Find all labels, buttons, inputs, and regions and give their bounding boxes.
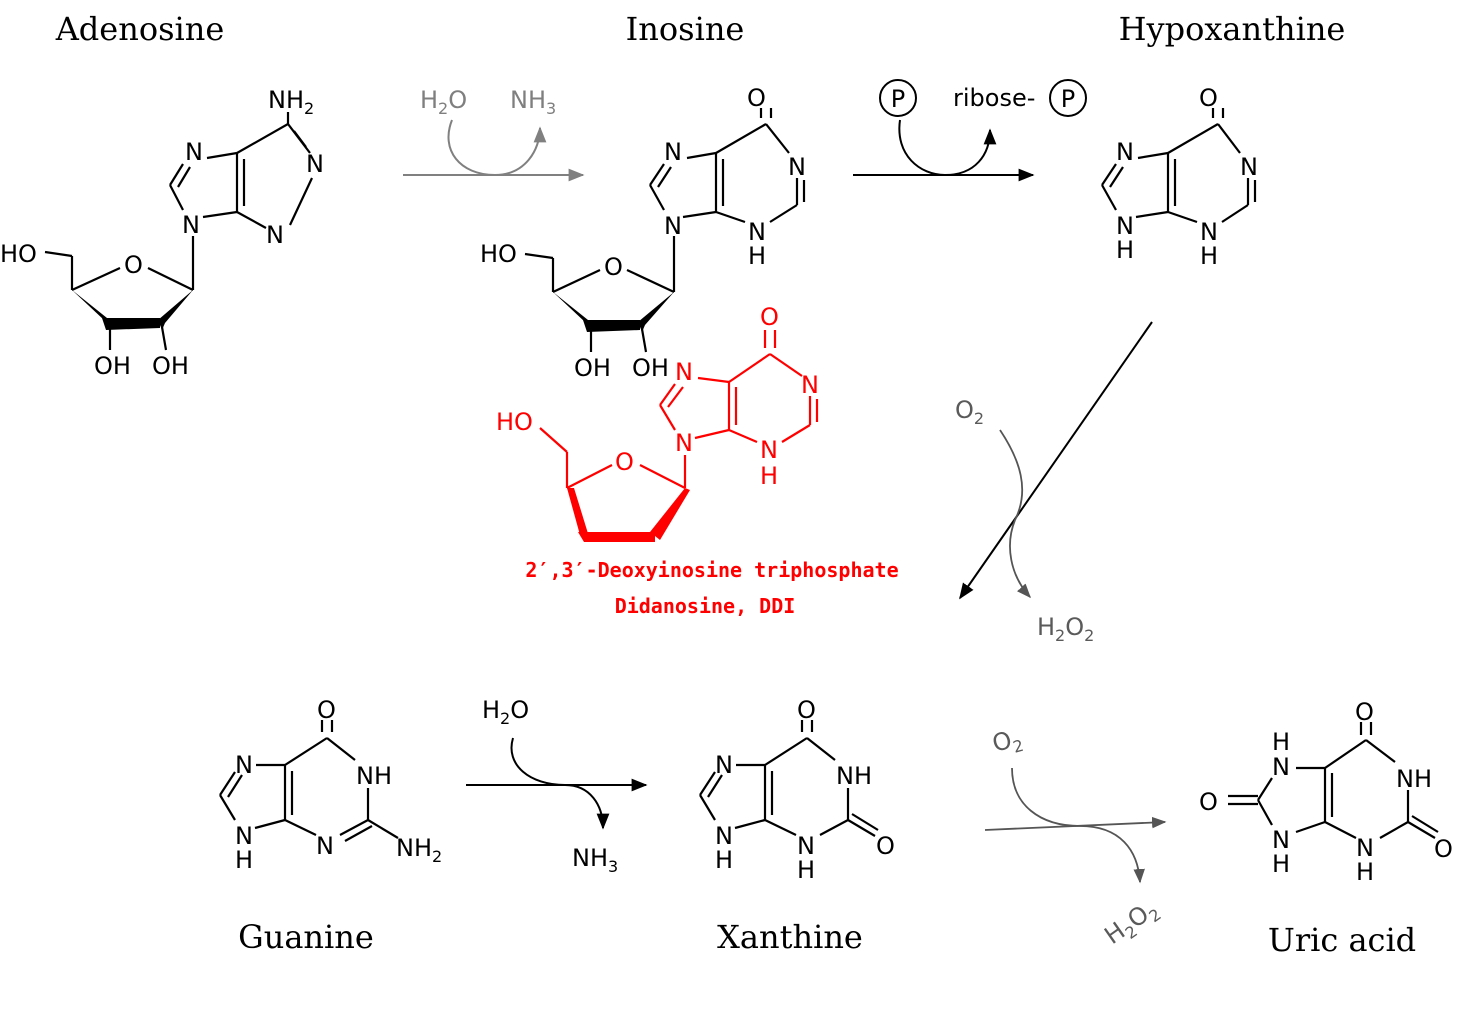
didanosine-structure: O N N H N N O HO 2′,3′-Deoxyinosine trip… <box>496 303 899 618</box>
atom-h: H <box>1272 850 1290 878</box>
uric-acid-label: Uric acid <box>1268 921 1416 959</box>
atom-oh: OH <box>632 354 669 382</box>
atom-n: N <box>306 150 324 178</box>
reagent-o2: O2 <box>989 723 1025 761</box>
atom-ho: HO <box>480 240 517 268</box>
reagent-h2o: H2O <box>420 86 467 118</box>
guanine-structure: O NH N NH2 N N H <box>219 696 442 874</box>
atom-o: O <box>1434 835 1453 863</box>
inosine-structure: O N N H N N O HO OH OH <box>480 84 806 382</box>
atom-h: H <box>748 242 766 270</box>
reagent-h2o: H2O <box>482 696 529 728</box>
atom-n: N <box>316 832 334 860</box>
atom-n: N <box>1356 834 1374 862</box>
reaction-arrow-phosphorolysis: P ribose- P <box>853 79 1087 182</box>
atom-nh: NH <box>356 762 392 790</box>
xanthine-structure: O NH O N H N N H <box>699 696 895 884</box>
phosphate-circle <box>1049 79 1087 117</box>
atom-n: N <box>748 218 766 246</box>
reagent-nh3: NH3 <box>572 844 618 876</box>
atom-n: N <box>797 832 815 860</box>
atom-o: O <box>876 832 895 860</box>
atom-n: N <box>182 211 200 239</box>
reaction-arrow-deamination: H2O NH3 <box>403 86 585 182</box>
atom-h: H <box>235 846 253 874</box>
atom-o: O <box>1355 698 1374 726</box>
reagent-phosphate: P <box>1061 85 1075 113</box>
atom-h: H <box>715 846 733 874</box>
atom-n: N <box>266 221 284 249</box>
atom-n: N <box>1272 826 1290 854</box>
atom-o: O <box>760 303 779 331</box>
atom-oh: OH <box>574 354 611 382</box>
reagent-phosphate: P <box>891 85 905 113</box>
atom-o: O <box>1199 84 1218 112</box>
atom-n: N <box>1200 218 1218 246</box>
atom-n: N <box>788 153 806 181</box>
phosphate-circle <box>879 79 917 117</box>
atom-n: N <box>715 751 733 779</box>
atom-ho: HO <box>496 408 533 436</box>
atom-ho: HO <box>0 240 37 268</box>
hypoxanthine-label: Hypoxanthine <box>1119 10 1346 48</box>
atom-n: N <box>664 212 682 240</box>
atom-o: O <box>124 251 143 279</box>
atom-n: N <box>675 358 693 386</box>
uric-acid-structure: O NH O N H H N N H O <box>1199 698 1453 886</box>
atom-n: N <box>185 138 203 166</box>
inosine-label: Inosine <box>626 10 745 48</box>
atom-n: N <box>1240 153 1258 181</box>
atom-nh: NH <box>1396 765 1432 793</box>
reaction-arrow-oxidation-2: O2 H2O2 <box>984 723 1167 953</box>
atom-h: H <box>760 462 778 490</box>
atom-h: H <box>1272 728 1290 756</box>
atom-n: N <box>235 822 253 850</box>
atom-n: N <box>664 138 682 166</box>
atom-o: O <box>1199 788 1218 816</box>
adenosine-structure: NH2 N N N N O HO OH OH <box>0 86 324 380</box>
atom-h: H <box>1116 236 1134 264</box>
atom-o: O <box>317 696 336 724</box>
reagent-o2: O2 <box>955 396 984 428</box>
atom-o: O <box>615 448 634 476</box>
atom-n: N <box>1272 753 1290 781</box>
atom-oh: OH <box>152 352 189 380</box>
atom-oh: OH <box>94 352 131 380</box>
reagent-h2o2: H2O2 <box>1037 613 1094 645</box>
reagent-h2o2: H2O2 <box>1099 894 1164 953</box>
drug-name-line2: Didanosine, DDI <box>615 594 796 618</box>
atom-h: H <box>797 856 815 884</box>
drug-name-line1: 2′,3′-Deoxyinosine triphosphate <box>525 558 898 582</box>
atom-h: H <box>1356 858 1374 886</box>
reaction-arrow-guanine-deamination: H2O NH3 <box>466 696 648 876</box>
atom-n: N <box>675 429 693 457</box>
atom-n: N <box>760 436 778 464</box>
reagent-nh3: NH3 <box>510 86 556 118</box>
atom-o: O <box>747 84 766 112</box>
atom-o: O <box>797 696 816 724</box>
atom-nh: NH <box>836 762 872 790</box>
atom-n: N <box>1116 138 1134 166</box>
xanthine-label: Xanthine <box>717 918 863 956</box>
atom-o: O <box>604 253 623 281</box>
reagent-ribose-p: ribose- <box>953 84 1035 112</box>
hypoxanthine-structure: O N N H N N H <box>1101 84 1258 270</box>
reaction-arrow-oxidation-1: O2 H2O2 <box>955 321 1153 645</box>
atom-nh2: NH2 <box>268 86 314 118</box>
guanine-label: Guanine <box>238 918 374 956</box>
atom-nh2: NH2 <box>396 834 442 866</box>
adenosine-label: Adenosine <box>55 10 225 48</box>
atom-n: N <box>1116 212 1134 240</box>
atom-n: N <box>801 371 819 399</box>
atom-n: N <box>715 822 733 850</box>
atom-n: N <box>235 751 253 779</box>
atom-h: H <box>1200 242 1218 270</box>
